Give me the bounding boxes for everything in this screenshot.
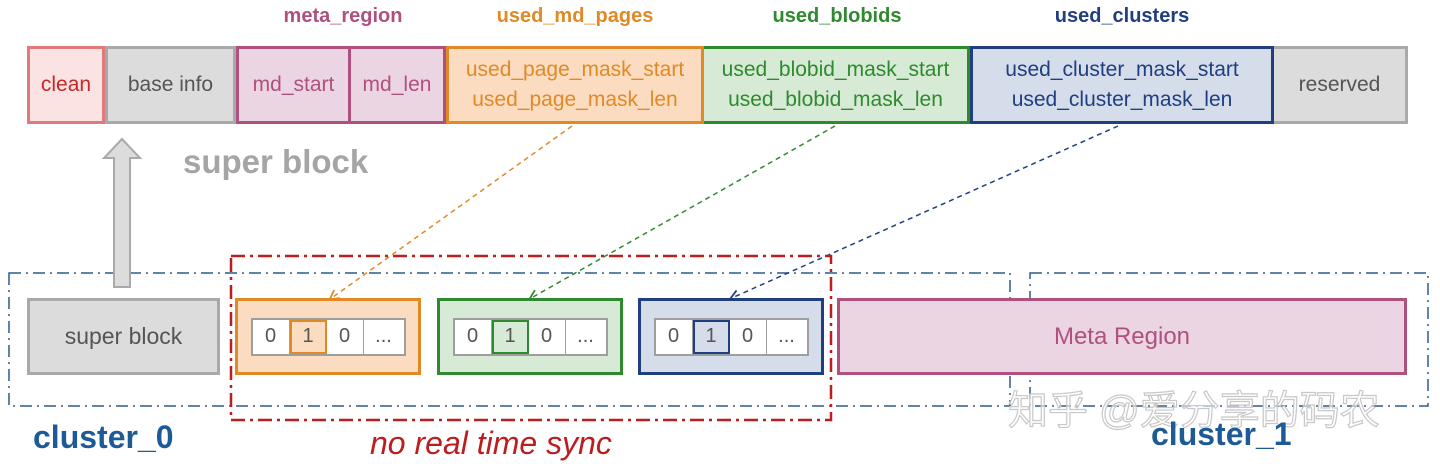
blobid-mask-box: 0 1 0 ... [437, 298, 623, 375]
field-used-cluster-mask-len-label: used_cluster_mask_len [1011, 88, 1233, 111]
field-md-len-label: md_len [362, 73, 432, 96]
field-base-info-label: base info [127, 73, 214, 96]
cluster-mask-bits: 0 1 0 ... [653, 317, 809, 356]
header-meta-region: meta_region [283, 5, 403, 27]
page-mask-bits: 0 1 0 ... [250, 317, 406, 356]
page-mask-bit-0: 0 [252, 319, 290, 354]
field-used-blobid-mask-start-label: used_blobid_mask_start [721, 58, 950, 81]
blobid-mask-bit-2: 0 [528, 319, 566, 354]
page-mask-bit-1: 1 [289, 319, 327, 354]
cluster0-label: cluster_0 [33, 419, 174, 455]
blobid-mask-pointer-arrow [527, 125, 836, 300]
blobid-mask-bit-0: 0 [454, 319, 492, 354]
page-mask-pointer-arrow [328, 125, 573, 301]
field-md-start-label: md_start [252, 73, 335, 96]
field-clean: clean [27, 46, 105, 124]
super-block-caption: super block [183, 143, 369, 180]
blobid-mask-bit-more: ... [565, 319, 606, 354]
field-reserved-label: reserved [1298, 73, 1381, 96]
cluster0-super-block-label: super block [64, 323, 183, 349]
blobid-mask-bit-1: 1 [491, 319, 529, 354]
cluster-mask-bit-0: 0 [655, 319, 693, 354]
page-mask-bit-more: ... [363, 319, 404, 354]
field-used-blobid-mask-len-label: used_blobid_mask_len [728, 88, 943, 111]
cluster-mask-box: 0 1 0 ... [638, 298, 824, 375]
cluster-mask-bit-more: ... [766, 319, 807, 354]
cluster0-super-block: super block [27, 298, 220, 375]
watermark: 知乎 @爱分享的码农 [1007, 388, 1380, 433]
field-used-blobid-mask: used_blobid_mask_start used_blobid_mask_… [704, 46, 970, 124]
field-used-page-mask-start-label: used_page_mask_start [465, 58, 685, 81]
field-md-start: md_start [236, 46, 351, 124]
field-used-page-mask-len-label: used_page_mask_len [472, 88, 678, 111]
cluster-mask-bit-2: 0 [729, 319, 767, 354]
meta-region-box: Meta Region [837, 298, 1407, 375]
field-used-page-mask: used_page_mask_start used_page_mask_len [446, 46, 704, 124]
blobid-mask-bits: 0 1 0 ... [452, 317, 608, 356]
meta-region-label: Meta Region [1053, 322, 1191, 350]
sync-note: no real time sync [370, 425, 612, 461]
cluster-mask-bit-1: 1 [692, 319, 730, 354]
field-reserved: reserved [1274, 46, 1408, 124]
header-used-clusters: used_clusters [1054, 5, 1190, 27]
header-used-md-pages: used_md_pages [496, 5, 654, 27]
field-used-cluster-mask-start-label: used_cluster_mask_start [1005, 58, 1239, 81]
page-mask-bit-2: 0 [326, 319, 364, 354]
header-used-blobids: used_blobids [772, 5, 902, 27]
up-arrow-icon [101, 137, 143, 288]
field-used-cluster-mask: used_cluster_mask_start used_cluster_mas… [970, 46, 1274, 124]
page-mask-box: 0 1 0 ... [235, 298, 421, 375]
cluster1-label: cluster_1 [1151, 416, 1292, 452]
field-clean-label: clean [40, 73, 92, 96]
cluster-mask-pointer-arrow [728, 125, 1119, 301]
field-md-len: md_len [351, 46, 446, 124]
field-base-info: base info [105, 46, 236, 124]
